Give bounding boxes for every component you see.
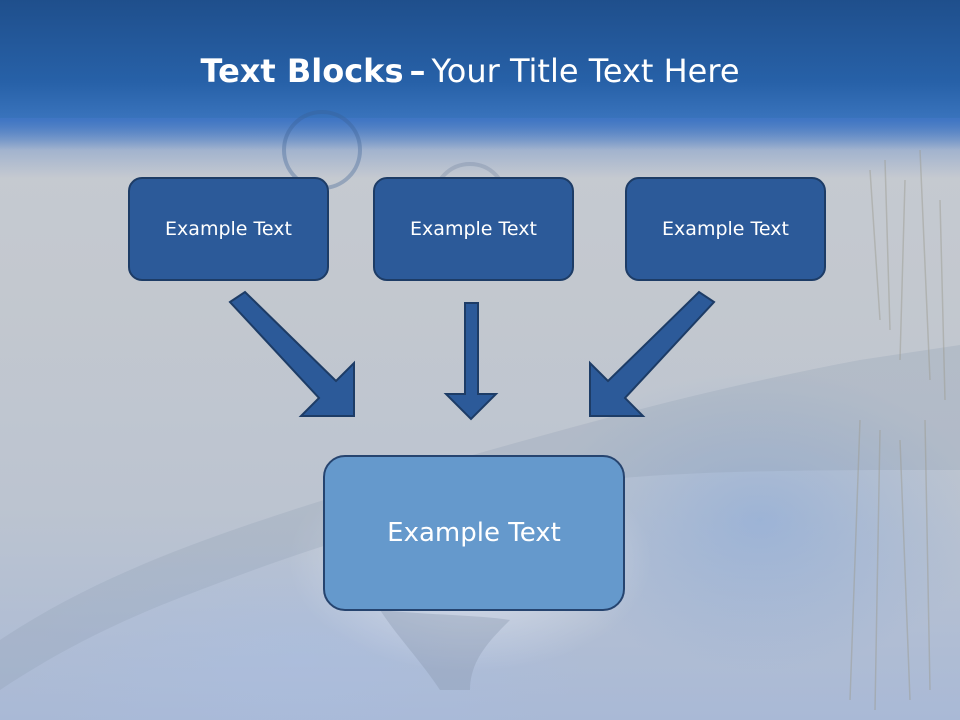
text-block-label: Example Text [410, 218, 537, 240]
text-block-top-right[interactable]: Example Text [625, 177, 826, 281]
text-block-result[interactable]: Example Text [323, 455, 625, 611]
text-block-label: Example Text [662, 218, 789, 240]
text-block-top-left[interactable]: Example Text [128, 177, 329, 281]
title-rest-part: Your Title Text Here [431, 52, 740, 90]
reeds-shape [849, 149, 946, 711]
title-separator: – [409, 52, 426, 90]
slide-title: Text Blocks–Your Title Text Here [0, 52, 940, 90]
down-arrow-icon [443, 302, 499, 421]
rider-reflection-shape [380, 610, 510, 690]
text-block-label: Example Text [165, 218, 292, 240]
down-right-arrow-icon [228, 290, 355, 417]
text-block-top-center[interactable]: Example Text [373, 177, 574, 281]
title-bold-part: Text Blocks [200, 52, 404, 90]
text-block-label: Example Text [387, 518, 561, 548]
down-left-arrow-icon [589, 290, 716, 417]
header-glow [0, 118, 960, 178]
